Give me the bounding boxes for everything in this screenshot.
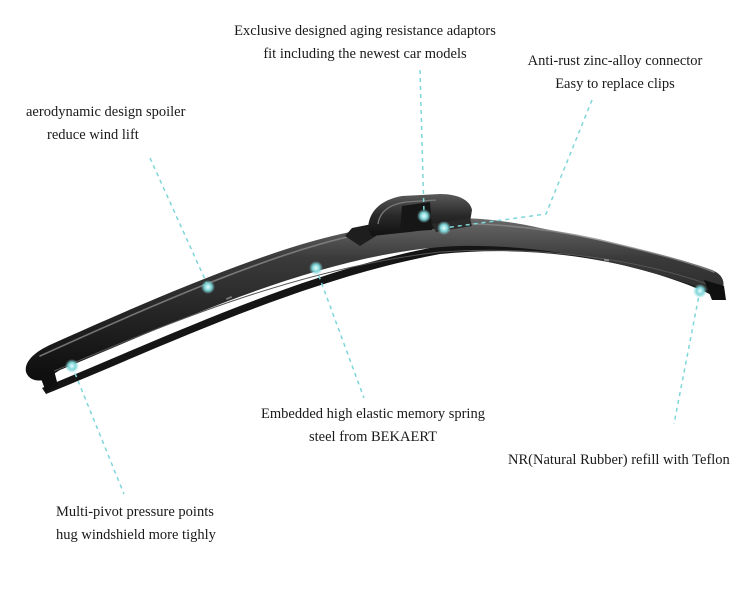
callout-spoiler-line1: aerodynamic design spoiler xyxy=(26,104,186,120)
callout-adaptors-line2: fit including the newest car models xyxy=(263,46,467,62)
callout-refill: NR(Natural Rubber) refill with Teflon xyxy=(508,449,730,472)
blade-detail-mark xyxy=(225,295,233,301)
callout-pivot-line1: Multi-pivot pressure points xyxy=(56,504,214,520)
leader-line-refill xyxy=(673,289,701,425)
callout-connector-line1: Anti-rust zinc-alloy connector xyxy=(527,53,703,69)
leader-line-spoiler xyxy=(149,157,209,287)
leader-line-adaptors xyxy=(419,69,425,215)
callout-dot-pivot xyxy=(65,359,79,373)
callout-pivot-line2: hug windshield more tighly xyxy=(56,527,216,543)
callout-spoiler-line2: reduce wind lift xyxy=(47,127,139,143)
callout-dot-connector xyxy=(437,221,451,235)
left-end-cap xyxy=(40,370,58,392)
callout-dot-refill xyxy=(693,284,707,298)
callout-adaptors: Exclusive designed aging resistance adap… xyxy=(225,20,505,66)
callout-spring-line2: steel from BEKAERT xyxy=(309,429,437,445)
leader-line-connector xyxy=(443,99,593,229)
spring-steel-seam xyxy=(51,249,713,373)
callout-dot-spoiler xyxy=(201,280,215,294)
leader-line-pivot xyxy=(71,365,125,495)
callout-dot-spring xyxy=(309,261,323,275)
right-end-cap xyxy=(704,280,726,300)
blade-spoiler-body xyxy=(25,217,724,381)
callout-adaptors-line1: Exclusive designed aging resistance adap… xyxy=(234,23,496,39)
callout-spring-line1: Embedded high elastic memory spring xyxy=(261,406,485,422)
callout-connector-line2: Easy to replace clips xyxy=(555,76,675,92)
callout-spoiler: aerodynamic design spoiler reduce wind l… xyxy=(26,101,185,147)
callout-connector: Anti-rust zinc-alloy connector Easy to r… xyxy=(520,50,710,96)
callout-spring: Embedded high elastic memory spring stee… xyxy=(248,403,498,449)
callout-pivot: Multi-pivot pressure points hug windshie… xyxy=(56,501,216,547)
leader-line-spring xyxy=(315,267,365,399)
blade-detail-mark xyxy=(603,258,610,262)
callout-dot-adaptors xyxy=(417,209,431,223)
callout-refill-line1: NR(Natural Rubber) refill with Teflon xyxy=(508,452,730,468)
